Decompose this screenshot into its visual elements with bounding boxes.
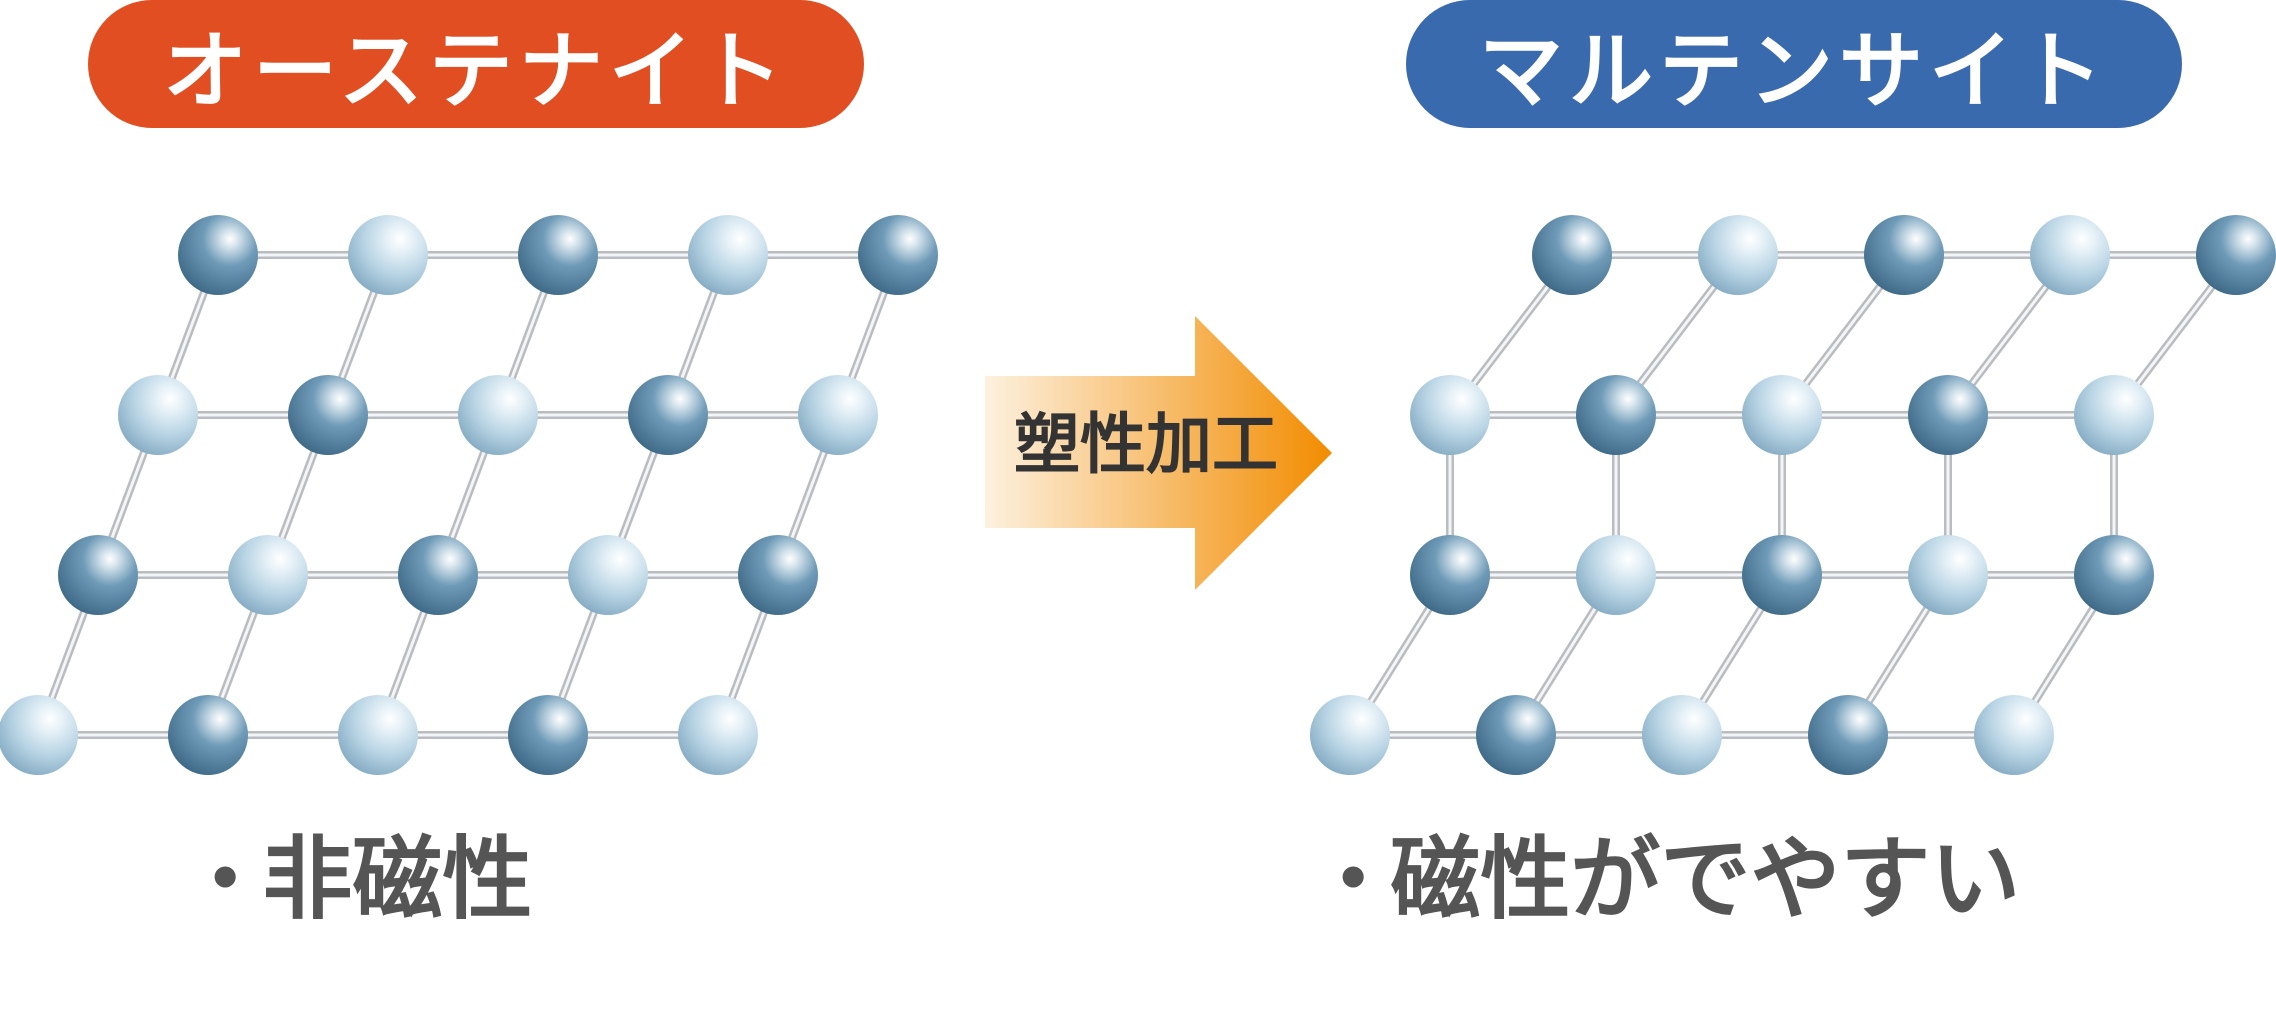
austenite-property-text: 非磁性: [262, 827, 533, 932]
martensite-bonds: [1346, 251, 2240, 739]
austenite-atom-dark: [398, 535, 478, 615]
martensite-atom-dark: [1742, 535, 1822, 615]
martensite-atoms: [1310, 215, 2276, 775]
martensite-atom-dark: [1864, 215, 1944, 295]
martensite-atom-dark: [1410, 535, 1490, 615]
martensite-atom-dark: [2196, 215, 2276, 295]
austenite-atom-dark: [178, 215, 258, 295]
martensite-atom-dark: [1808, 695, 1888, 775]
austenite-atom-dark: [858, 215, 938, 295]
martensite-atom-light: [1576, 535, 1656, 615]
austenite-atom-light: [568, 535, 648, 615]
bullet-icon: •: [206, 844, 245, 915]
austenite-atom-light: [678, 695, 758, 775]
martensite-atom-dark: [1908, 375, 1988, 455]
austenite-title-badge: オーステナイト: [88, 0, 864, 128]
martensite-title-badge: マルテンサイト: [1406, 0, 2182, 128]
martensite-atom-light: [1410, 375, 1490, 455]
austenite-caption: •非磁性: [206, 835, 532, 925]
martensite-atom-dark: [1576, 375, 1656, 455]
austenite-atom-light: [348, 215, 428, 295]
martensite-atom-light: [1974, 695, 2054, 775]
austenite-atom-dark: [168, 695, 248, 775]
austenite-atom-light: [228, 535, 308, 615]
austenite-atoms: [0, 215, 938, 775]
austenite-atom-dark: [508, 695, 588, 775]
martensite-atom-light: [2074, 375, 2154, 455]
austenite-atom-light: [338, 695, 418, 775]
martensite-atom-light: [1642, 695, 1722, 775]
martensite-atom-light: [1310, 695, 1390, 775]
austenite-atom-dark: [288, 375, 368, 455]
martensite-atom-dark: [2074, 535, 2154, 615]
martensite-atom-light: [2030, 215, 2110, 295]
martensite-atom-light: [1698, 215, 1778, 295]
austenite-atom-dark: [628, 375, 708, 455]
martensite-atom-light: [1908, 535, 1988, 615]
austenite-atom-dark: [58, 535, 138, 615]
martensite-property-text: 磁性がでやすい: [1390, 827, 2021, 932]
austenite-atom-dark: [518, 215, 598, 295]
martensite-atom-dark: [1476, 695, 1556, 775]
martensite-atom-dark: [1532, 215, 1612, 295]
martensite-caption: •磁性がでやすい: [1334, 835, 2020, 925]
austenite-atom-light: [118, 375, 198, 455]
plastic-working-label: 塑性加工: [1014, 406, 1278, 483]
austenite-atom-light: [798, 375, 878, 455]
martensite-atom-light: [1742, 375, 1822, 455]
austenite-atom-light: [688, 215, 768, 295]
austenite-atom-dark: [738, 535, 818, 615]
austenite-atom-light: [0, 695, 78, 775]
process-arrow: [985, 316, 1332, 590]
austenite-atom-light: [458, 375, 538, 455]
austenite-bonds: [34, 251, 902, 739]
bullet-icon: •: [1334, 844, 1373, 915]
